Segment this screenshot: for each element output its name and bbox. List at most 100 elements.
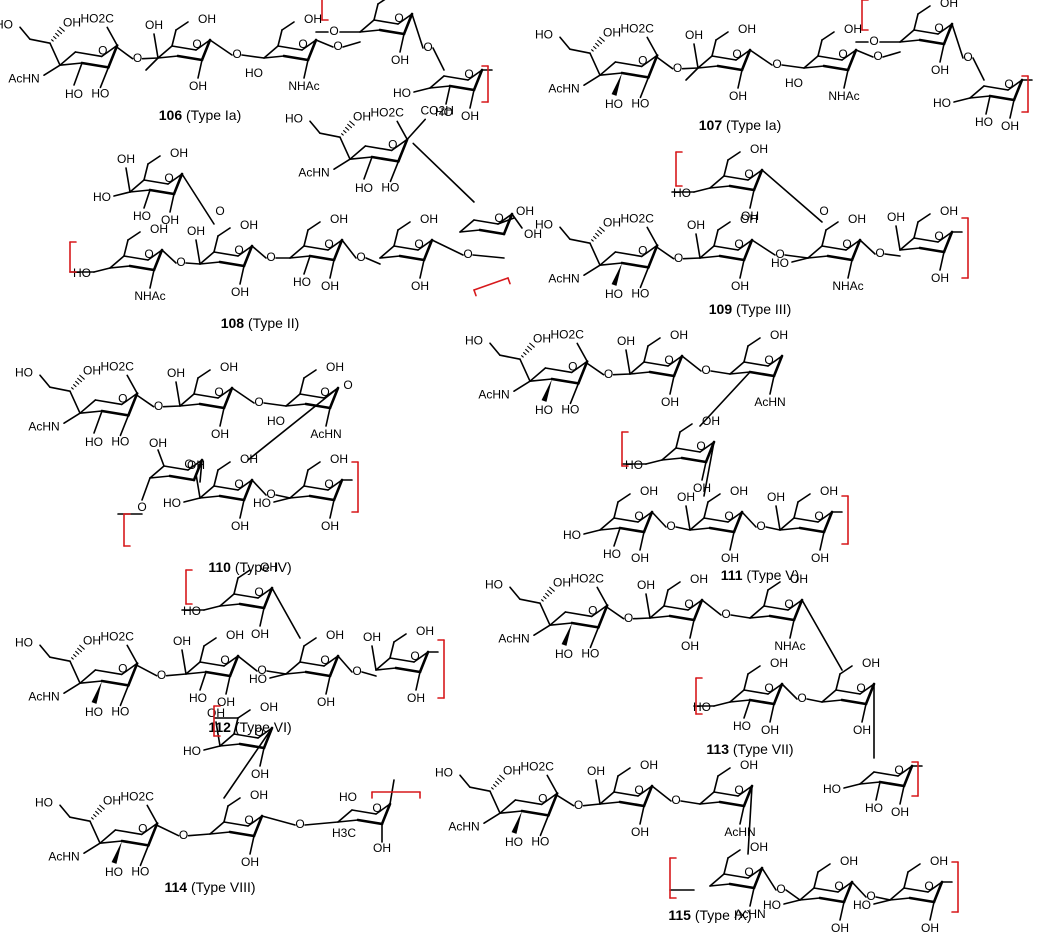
bond [337, 809, 353, 823]
atom-label: O [866, 889, 875, 903]
atom-label: O [963, 50, 972, 64]
hashed-bond [591, 36, 605, 52]
bond [223, 727, 273, 799]
atom-label: AcHN [548, 81, 579, 95]
bond [237, 655, 258, 672]
bond [412, 142, 475, 203]
bond [163, 465, 189, 471]
bond [223, 655, 239, 667]
bond [406, 118, 427, 141]
compound-108: OOHHONHAcOOHOHHOOHHOOOHOHOHOOOOHOHHOOOOH… [69, 104, 542, 331]
bond [939, 43, 945, 63]
bond [675, 447, 701, 453]
bond [193, 377, 199, 395]
bond [93, 267, 111, 273]
bond [740, 48, 752, 72]
bond [259, 747, 265, 767]
atom-label: OH [63, 15, 81, 29]
atom-label: O [414, 237, 423, 251]
compound-label: 109 (Type III) [709, 301, 791, 317]
bond [263, 45, 279, 59]
bond [185, 671, 207, 675]
bond [743, 361, 769, 367]
bond [656, 246, 675, 260]
bond [429, 85, 451, 89]
bond [399, 33, 405, 53]
bond [590, 604, 609, 618]
atom-label: OH [170, 146, 188, 160]
atom-label: HO [0, 17, 13, 31]
bond [200, 38, 212, 62]
bond [74, 51, 103, 58]
bond [233, 593, 259, 599]
bond [969, 95, 991, 99]
bond [289, 245, 305, 259]
atom-label: OH [145, 18, 163, 32]
bond [591, 49, 594, 52]
bond [651, 511, 667, 528]
bond [473, 277, 509, 291]
bond [668, 614, 696, 622]
bond [304, 670, 332, 678]
bond [667, 581, 681, 591]
atom-label: HO [393, 86, 411, 100]
bond [543, 596, 547, 600]
bond [701, 599, 722, 616]
bond [351, 809, 377, 815]
bond [681, 355, 702, 372]
bond [337, 819, 359, 823]
bond [327, 479, 343, 491]
bond [613, 517, 639, 523]
hashed-bond [521, 342, 535, 358]
atom-label: OH [891, 805, 909, 819]
bond [289, 485, 305, 499]
bond [855, 49, 874, 58]
bond [899, 785, 905, 805]
bond [77, 377, 83, 383]
repeat-bracket [123, 513, 131, 547]
atom-label: OH [820, 484, 838, 498]
atom-label: HO [15, 635, 33, 649]
pyranose-ring: O [807, 237, 862, 262]
bond [289, 495, 311, 499]
bond [53, 36, 57, 40]
bond [826, 254, 854, 262]
atom-label: NHAc [288, 79, 319, 93]
bond [569, 238, 591, 244]
bond [499, 774, 505, 780]
bond [599, 262, 623, 267]
bond [371, 645, 377, 671]
repeat-bracket [675, 151, 683, 187]
bond [821, 699, 843, 703]
atom-label: OH [503, 763, 521, 777]
bond [199, 645, 205, 663]
bond [285, 393, 301, 407]
bond [349, 156, 373, 160]
bond [972, 57, 985, 81]
atom-label: HO [555, 647, 573, 661]
atom-label: O [574, 798, 583, 812]
atom-label: HO [605, 287, 623, 301]
bond [364, 145, 393, 152]
bond [807, 245, 823, 259]
bond [835, 689, 861, 695]
bond [379, 245, 395, 259]
bond [141, 477, 151, 501]
hashed-bond [591, 226, 605, 242]
bond [402, 12, 414, 36]
repeat-bracket [951, 861, 959, 913]
bond [596, 586, 609, 607]
bond [203, 605, 221, 611]
pyranose-ring: O [289, 237, 344, 262]
bond [595, 232, 600, 237]
bond [299, 393, 325, 399]
atom-label: O [776, 882, 785, 896]
bond [80, 61, 110, 69]
bond [723, 857, 729, 875]
